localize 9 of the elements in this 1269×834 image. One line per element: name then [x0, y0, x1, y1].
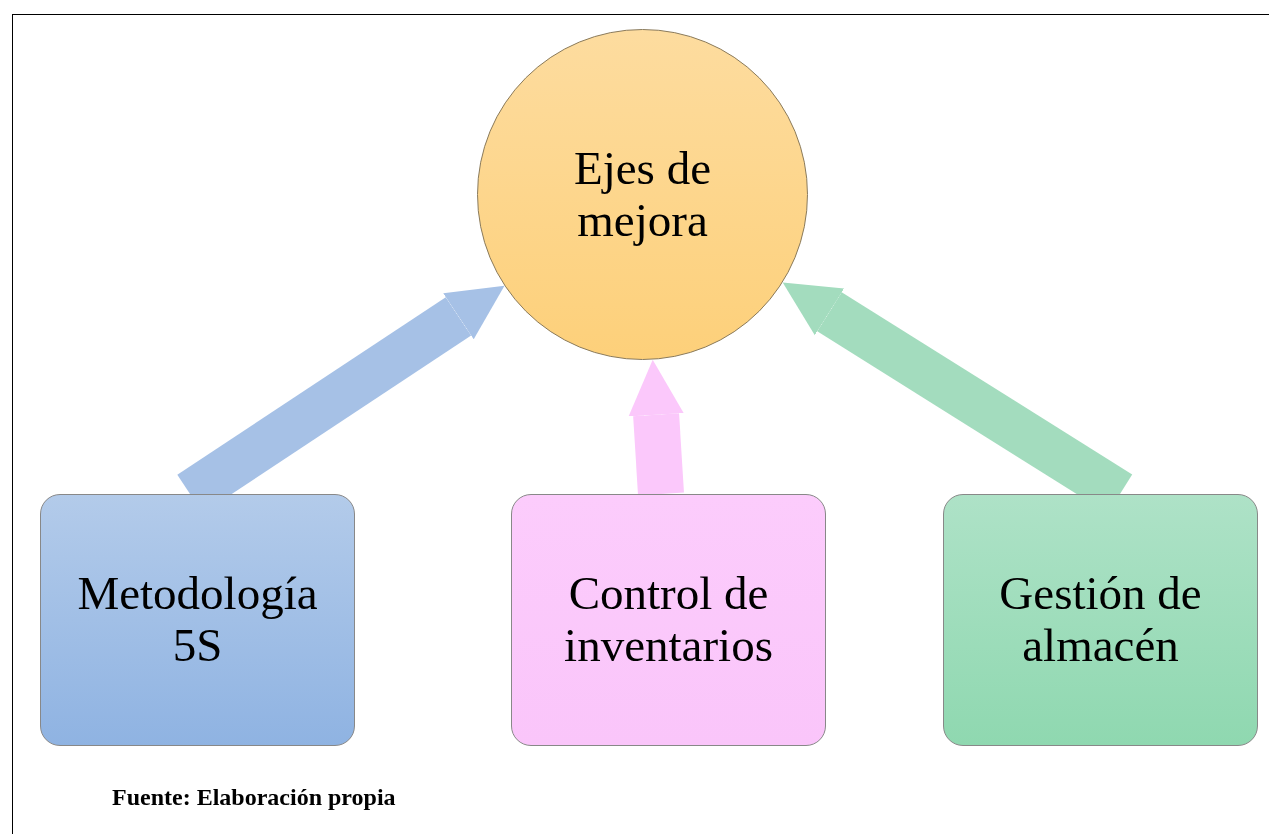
node-label: Control de inventarios: [563, 568, 774, 672]
process-box: [40, 494, 355, 746]
source-note: Fuente: Elaboración propia: [112, 784, 396, 811]
process-box: [511, 494, 826, 746]
node-label: Ejes de mejora: [573, 142, 712, 247]
node-label: Metodología 5S: [76, 568, 319, 672]
process-box: [943, 494, 1258, 746]
block-arrow: [628, 359, 684, 496]
node-label: Gestión de almacén: [998, 568, 1203, 672]
